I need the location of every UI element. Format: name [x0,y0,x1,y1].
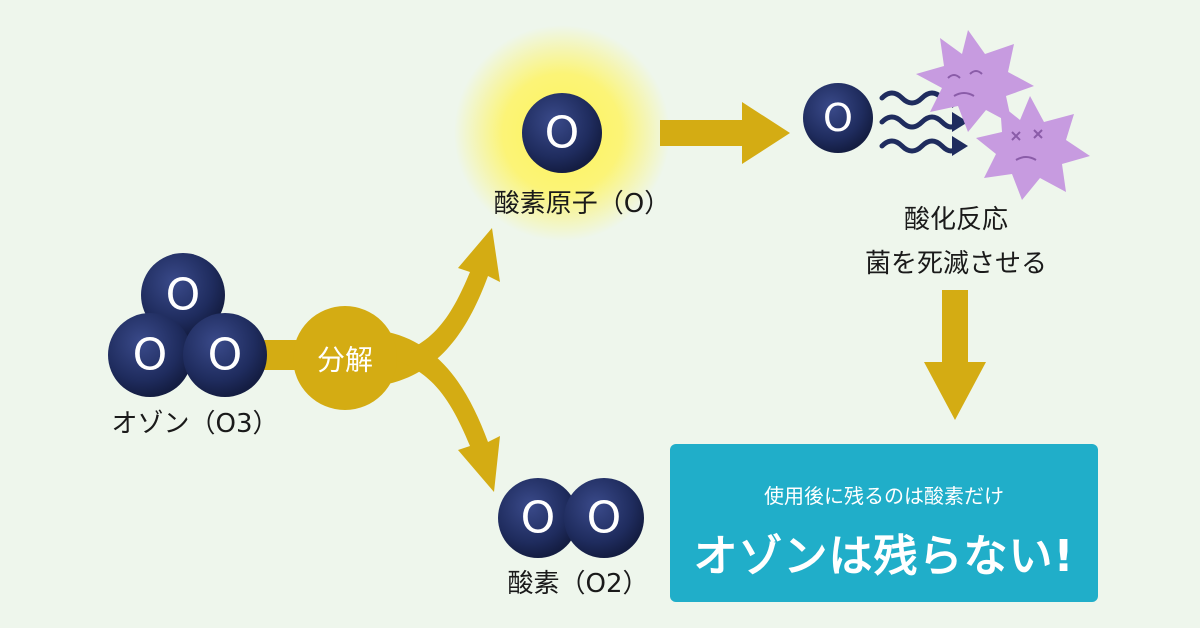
ozone-molecule: O O O [108,253,267,397]
kill-bacteria-label: 菌を死滅させる [865,249,1047,279]
ozone-atom-top-symbol: O [166,270,201,321]
oxidation-label: 酸化反応 [904,205,1008,235]
germ-upper [916,30,1034,132]
oxygen-atom-symbol: O [545,108,580,159]
oxygen-atom [522,93,602,173]
oxygen-molecule-label: 酸素（O2） [507,569,648,599]
ozone-atom-left [108,313,192,397]
arrow-down-to-result [924,290,986,420]
oxidizing-atom [803,83,873,153]
result-box: 使用後に残るのは酸素だけ オゾンは残らない! [670,444,1098,602]
result-subtitle: 使用後に残るのは酸素だけ [764,484,1004,508]
result-headline: オゾンは残らない! [693,531,1075,582]
oxygen-atom-label: 酸素原子（O） [494,189,670,219]
ozone-atom-left-symbol: O [133,330,168,381]
o2-atom-right-symbol: O [587,493,622,544]
ozone-label: オゾン（O3） [111,409,278,439]
decompose-hub [293,306,397,410]
ozone-atom-right [183,313,267,397]
ozone-atom-right-symbol: O [208,330,243,381]
oxygen-molecule: O O [498,478,644,558]
oxidizing-atom-symbol: O [823,96,853,140]
arrow-to-oxidation [660,102,790,164]
germ-lower [976,96,1090,200]
o2-atom-left-symbol: O [521,493,556,544]
o2-atom-right [564,478,644,558]
decompose-label: 分解 [317,344,373,377]
o2-atom-left [498,478,578,558]
